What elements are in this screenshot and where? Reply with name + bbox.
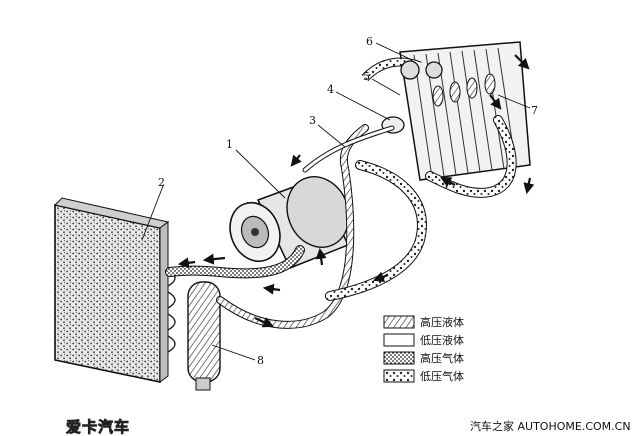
legend-item-low-pressure-liquid: 低压液体 <box>383 333 464 347</box>
callout-5: 5 <box>363 70 370 83</box>
legend-item-high-pressure-liquid: 高压液体 <box>383 315 464 329</box>
callout-6: 6 <box>366 35 373 48</box>
condenser <box>54 197 176 383</box>
callout-7: 7 <box>531 104 538 117</box>
expansion-valve <box>361 57 443 134</box>
flow-arrows <box>177 54 535 328</box>
watermark-logo: 爱卡汽车 <box>66 418 130 436</box>
legend-item-high-pressure-gas: 高压气体 <box>383 351 464 365</box>
watermark-footer: 汽车之家 AUTOHOME.COM.CN <box>470 419 631 433</box>
compressor <box>229 176 350 269</box>
legend-label: 低压气体 <box>420 369 464 383</box>
callout-2: 2 <box>158 176 165 189</box>
receiver-drier <box>187 281 221 391</box>
leader-lines <box>141 42 531 361</box>
legend-label: 高压液体 <box>420 315 464 329</box>
legend-label: 高压气体 <box>420 351 464 365</box>
callout-1: 1 <box>226 138 233 151</box>
callout-3: 3 <box>309 114 316 127</box>
legend: 高压液体 低压液体 高压气体 低压气体 <box>383 315 464 383</box>
legend-label: 低压液体 <box>420 333 464 347</box>
callout-4: 4 <box>327 83 334 96</box>
callouts: 1 2 3 4 5 6 7 8 <box>158 35 538 367</box>
legend-item-low-pressure-gas: 低压气体 <box>383 369 464 383</box>
callout-8: 8 <box>257 354 264 367</box>
